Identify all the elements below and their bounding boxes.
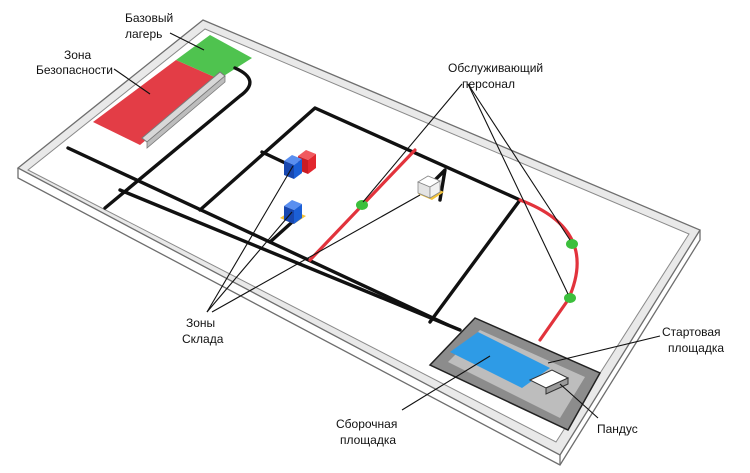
callout-lines [113,32,661,419]
labels: Базовый лагерь Зона Безопасности Обслужи… [36,11,724,447]
safety-zone-area [93,35,252,149]
callout-ramp [559,383,599,419]
label-safety-1: Зона [64,48,92,62]
box-blue-2 [284,200,302,224]
callout-staff-1 [362,83,463,203]
assembly-area-blue [450,332,550,388]
ramp [528,369,570,395]
checkpoint-2 [566,239,578,249]
label-start-2: площадка [668,341,724,355]
label-staff-1: Обслуживающий [448,61,543,75]
guide-lines [66,66,522,332]
label-staff-2: персонал [462,77,515,91]
label-warehouse-1: Зоны [186,316,215,330]
callout-staff-3 [467,83,569,295]
label-assembly-2: площадка [340,433,396,447]
field-board [16,19,701,466]
label-safety-2: Безопасности [36,63,113,77]
label-base-camp-1: Базовый [125,11,173,25]
callout-safety [113,68,151,95]
label-start-1: Стартовая [662,325,721,339]
box-white [417,175,441,199]
checkpoint-1 [356,200,368,210]
label-warehouse-2: Склада [182,332,224,346]
safety-zone-red [93,60,219,145]
callout-base-camp [169,32,205,51]
callout-warehouse-1 [206,165,294,313]
warehouse-boxes [280,150,444,224]
label-assembly-1: Сборочная [336,417,397,431]
base-camp-green [176,35,252,79]
checkpoint-3 [564,293,576,303]
callout-warehouse-2 [206,211,293,313]
callout-staff-2 [467,83,571,241]
label-base-camp-2: лагерь [125,27,162,41]
callout-warehouse-3 [211,194,421,313]
start-area [428,317,602,431]
callout-assembly [401,355,491,411]
callout-start [547,335,661,364]
label-ramp: Пандус [597,422,638,436]
box-blue-1 [284,155,302,179]
checkpoints [356,200,578,303]
